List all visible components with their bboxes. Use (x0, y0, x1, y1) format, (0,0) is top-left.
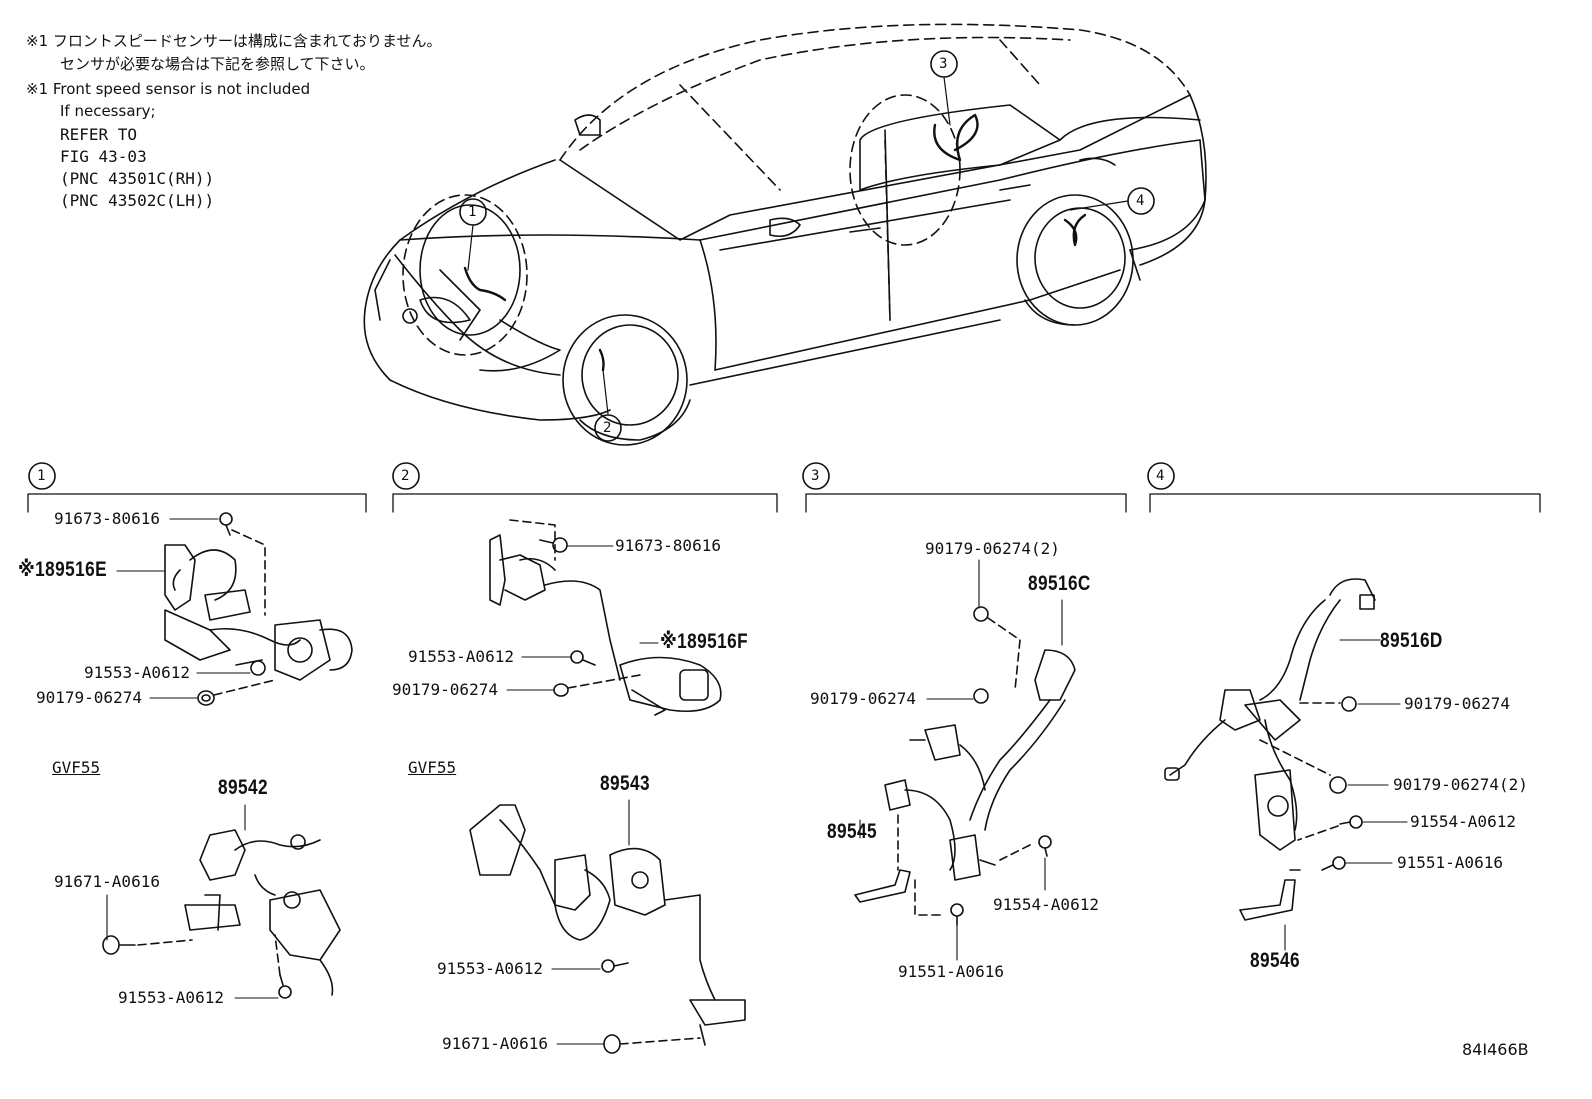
callout-section-4: 4 (1156, 468, 1165, 484)
part-number: 91554-A0612 (993, 895, 1099, 914)
part-number: 90179-06274 (36, 688, 142, 707)
note-ref-3: (PNC 43501C(RH)) (60, 169, 215, 188)
part-number: 91553-A0612 (118, 988, 224, 1007)
part-number: 90179-06274 (392, 680, 498, 699)
part-number-bold: 89543 (600, 772, 650, 795)
part-number: 90179-06274 (1404, 694, 1510, 713)
note-en-line1: ※1 Front speed sensor is not included (26, 80, 311, 98)
note-jp-line2: センサが必要な場合は下記を参照して下さい。 (60, 55, 375, 73)
part-number-bold: 89542 (218, 776, 268, 799)
section-1-drawing (102, 512, 353, 999)
part-number: 90179-06274(2) (925, 539, 1060, 558)
part-number: 91553-A0612 (408, 647, 514, 666)
figure-code: 84I466B (1462, 1040, 1529, 1059)
part-number: 90179-06274 (810, 689, 916, 708)
callout-section-1: 1 (37, 468, 46, 484)
part-number-bold: ※189516E (18, 558, 107, 581)
part-number: 91671-A0616 (442, 1034, 548, 1053)
part-number-bold: 89546 (1250, 949, 1300, 972)
callout-section-2: 2 (401, 468, 410, 484)
note-en-line2: If necessary; (60, 102, 156, 120)
note-jp-line1: ※1 フロントスピードセンサーは構成に含まれておりません。 (26, 32, 442, 50)
variant-label: GVF55 (408, 758, 457, 777)
callout-car-4: 4 (1136, 193, 1145, 209)
note-ref-4: (PNC 43502C(LH)) (60, 191, 215, 210)
part-number: 91551-A0616 (898, 962, 1004, 981)
part-number-bold: 89545 (827, 820, 877, 843)
callout-car-1: 1 (468, 204, 477, 220)
part-number: 91673-80616 (54, 509, 160, 528)
part-number: 91553-A0612 (84, 663, 190, 682)
note-ref-1: REFER TO (60, 125, 138, 144)
section-3-drawing (854, 559, 1076, 961)
note-ref-2: FIG 43-03 (60, 147, 147, 166)
section-4-drawing (1164, 578, 1408, 951)
part-number: 91671-A0616 (54, 872, 160, 891)
part-number: 90179-06274(2) (1393, 775, 1528, 794)
car-illustration (363, 23, 1207, 446)
callout-section-3: 3 (811, 468, 820, 484)
callout-car-2: 2 (603, 420, 612, 436)
part-number-bold: ※189516F (660, 630, 749, 653)
part-number: 91673-80616 (615, 536, 721, 555)
part-number-bold: 89516C (1028, 572, 1091, 595)
section-2-drawing (469, 519, 746, 1054)
part-number: 91554-A0612 (1410, 812, 1516, 831)
callout-car-3: 3 (939, 56, 948, 72)
part-number: 91551-A0616 (1397, 853, 1503, 872)
part-number: 91553-A0612 (437, 959, 543, 978)
part-number-bold: 89516D (1380, 629, 1443, 652)
variant-label: GVF55 (52, 758, 101, 777)
